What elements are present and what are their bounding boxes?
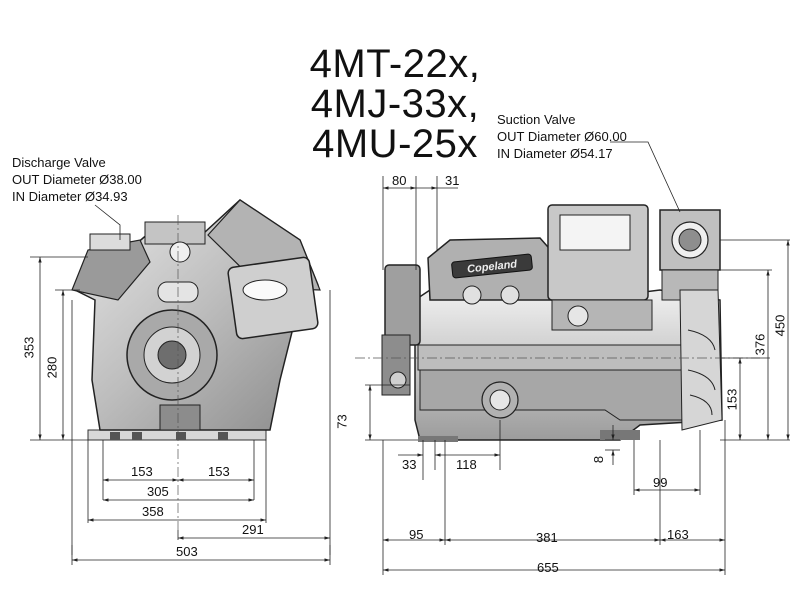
dim-450: 450 bbox=[772, 314, 788, 337]
dim-73: 73 bbox=[334, 414, 350, 429]
side-dimension-lines bbox=[365, 141, 790, 575]
side-view: Copeland bbox=[355, 204, 760, 442]
dim-353: 353 bbox=[21, 336, 37, 359]
dim-291: 291 bbox=[242, 522, 264, 537]
side-oil-pump bbox=[384, 264, 421, 346]
discharge-valve-in: IN Diameter Ø34.93 bbox=[12, 189, 128, 204]
dim-358: 358 bbox=[142, 504, 164, 519]
dim-153-vertical: 153 bbox=[724, 388, 740, 411]
dim-153-right: 153 bbox=[208, 464, 230, 479]
dim-80: 80 bbox=[392, 173, 407, 188]
front-discharge-valve bbox=[89, 233, 131, 251]
dim-503: 503 bbox=[176, 544, 198, 559]
suction-valve-out: OUT Diameter Ø60.00 bbox=[497, 129, 627, 144]
discharge-valve-label: Discharge Valve bbox=[12, 155, 106, 170]
discharge-valve-note: Discharge Valve OUT Diameter Ø38.00 IN D… bbox=[12, 154, 142, 205]
suction-valve-in: IN Diameter Ø54.17 bbox=[497, 146, 613, 161]
dim-33: 33 bbox=[402, 457, 417, 472]
front-view bbox=[71, 199, 321, 530]
dim-31: 31 bbox=[445, 173, 460, 188]
dim-99: 99 bbox=[653, 475, 668, 490]
front-dimension-lines bbox=[30, 204, 331, 565]
side-brand-text: Copeland bbox=[467, 258, 518, 275]
dim-8: 8 bbox=[591, 455, 607, 464]
dim-381: 381 bbox=[536, 530, 558, 545]
dim-655: 655 bbox=[537, 560, 559, 575]
suction-valve-label: Suction Valve bbox=[497, 112, 576, 127]
model-title-line-2: 4MJ-33x, bbox=[310, 82, 480, 126]
model-title-line-3: 4MU-25x bbox=[312, 122, 478, 166]
dim-95: 95 bbox=[409, 527, 424, 542]
dim-376: 376 bbox=[752, 333, 768, 356]
dim-153-left: 153 bbox=[131, 464, 153, 479]
dim-305: 305 bbox=[147, 484, 169, 499]
suction-valve-note: Suction Valve OUT Diameter Ø60.00 IN Dia… bbox=[497, 111, 627, 162]
discharge-valve-out: OUT Diameter Ø38.00 bbox=[12, 172, 142, 187]
dim-163: 163 bbox=[667, 527, 689, 542]
dim-118: 118 bbox=[456, 457, 477, 472]
model-title-line-1: 4MT-22x, bbox=[309, 42, 481, 86]
side-brand-plate bbox=[451, 253, 533, 279]
dim-280: 280 bbox=[44, 356, 60, 379]
